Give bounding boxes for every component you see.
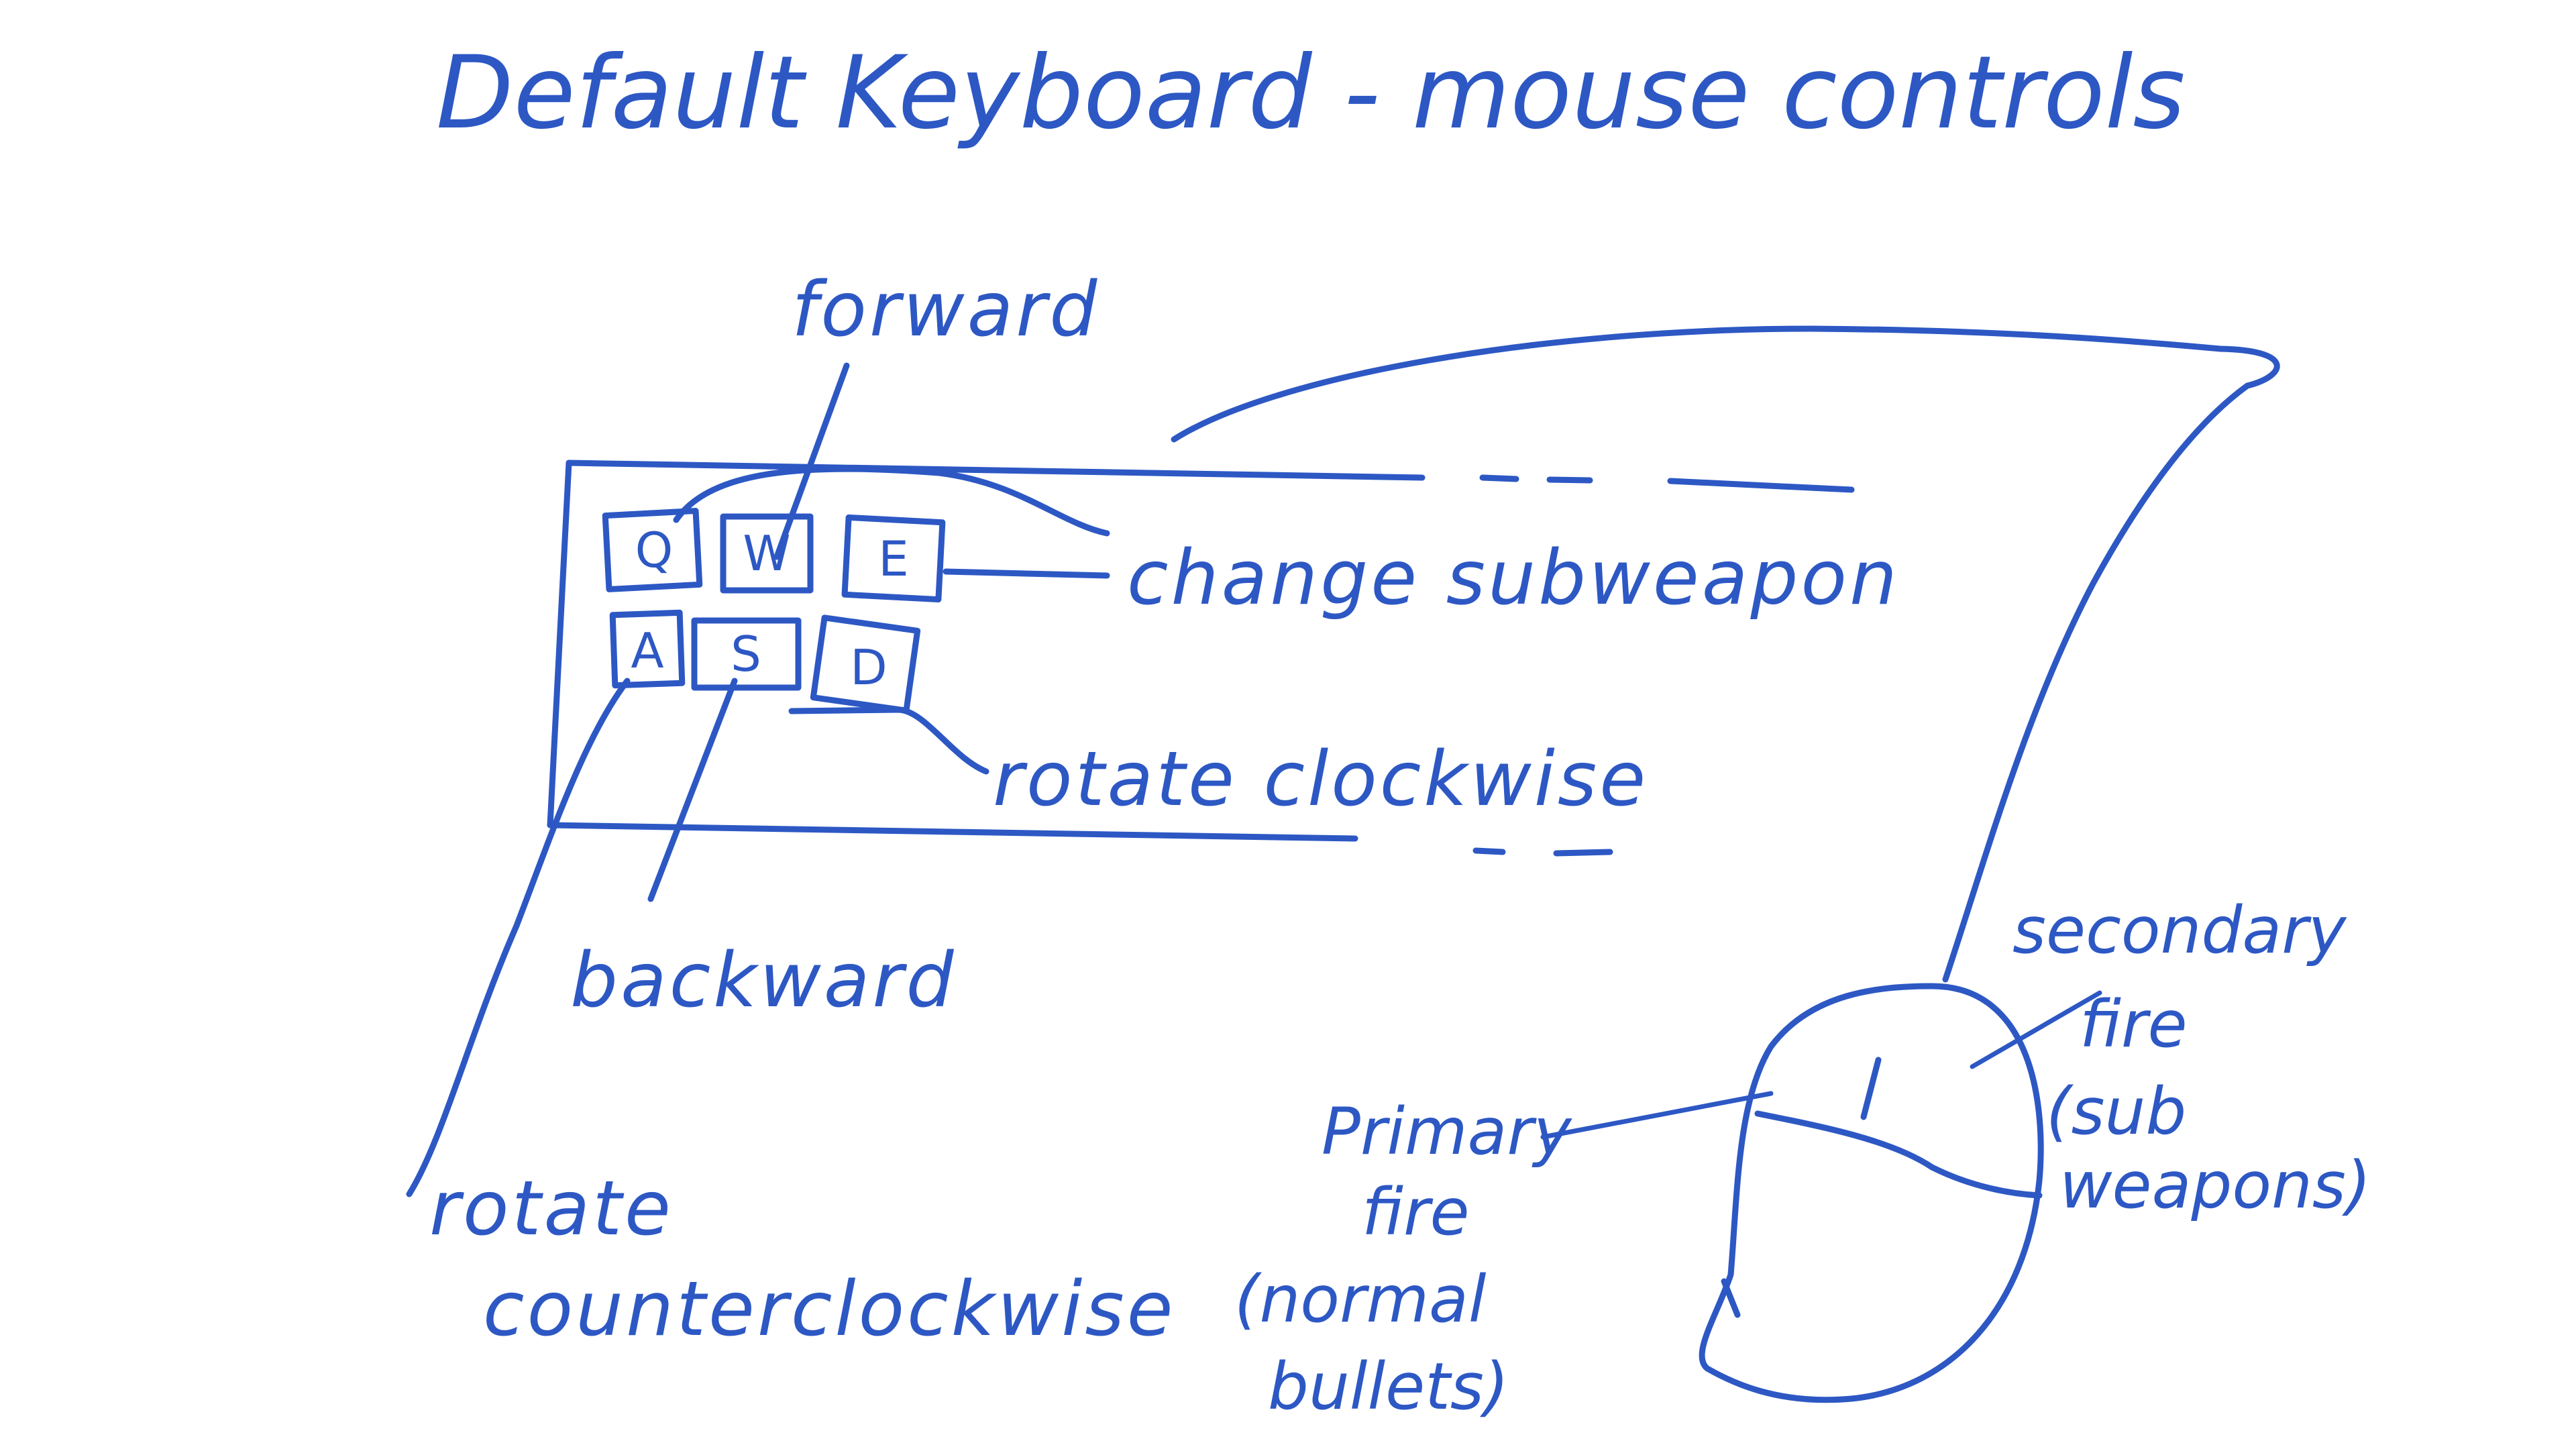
key-e-label: E [878, 531, 909, 587]
mouse-button-divider [1754, 1110, 2043, 1199]
key-s: S [691, 617, 802, 691]
label-rotate-clockwise: rotate clockwise [993, 736, 1648, 823]
key-d-label: D [850, 639, 887, 696]
label-primary-line4: bullets) [1268, 1349, 1509, 1424]
label-primary-line3: (normal [1234, 1262, 1487, 1337]
leader-rotate-ccw [406, 678, 631, 1197]
key-q-label: Q [635, 522, 674, 578]
label-rotate-ccw-line2: counterclockwise [483, 1266, 1176, 1353]
label-secondary-line4: weapons) [2059, 1148, 2371, 1223]
label-secondary-line3: (sub [2046, 1074, 2186, 1149]
mouse-mark [1721, 1278, 1741, 1318]
key-e: E [841, 514, 946, 603]
key-a-label: A [631, 623, 663, 679]
key-s-label: S [731, 626, 761, 682]
leader-primary-fire [1540, 1091, 1774, 1140]
keyboard-outline [547, 460, 1855, 857]
label-backward: backward [570, 937, 957, 1024]
leader-e-change-subweapon [943, 568, 1110, 579]
key-w: W [720, 513, 814, 594]
leader-forward [773, 362, 850, 560]
mouse-cable [1171, 325, 2280, 983]
leader-lines [406, 362, 2102, 1197]
key-a: A [609, 609, 686, 689]
label-primary-line2: fire [1362, 1175, 1470, 1250]
leader-q-change-subweapon [673, 466, 1110, 537]
label-forward: forward [792, 266, 1099, 354]
leader-backward [647, 678, 738, 902]
mouse-scroll-divider [1860, 1057, 1882, 1120]
leader-secondary-fire [1970, 990, 2102, 1069]
mouse-body [1699, 983, 2044, 1403]
label-primary-line1: Primary [1322, 1094, 1572, 1169]
leader-rotate-clockwise [788, 706, 989, 775]
page-title: Default Keyboard - mouse controls [436, 35, 2186, 152]
key-q: Q [602, 508, 703, 592]
mouse [1699, 983, 2044, 1403]
label-secondary-line2: fire [2080, 987, 2188, 1062]
label-rotate-ccw-line1: rotate [429, 1165, 674, 1252]
key-d: D [810, 614, 921, 714]
label-change-subweapon: change subweapon [1127, 535, 1900, 622]
label-secondary-line1: secondary [2012, 893, 2347, 968]
